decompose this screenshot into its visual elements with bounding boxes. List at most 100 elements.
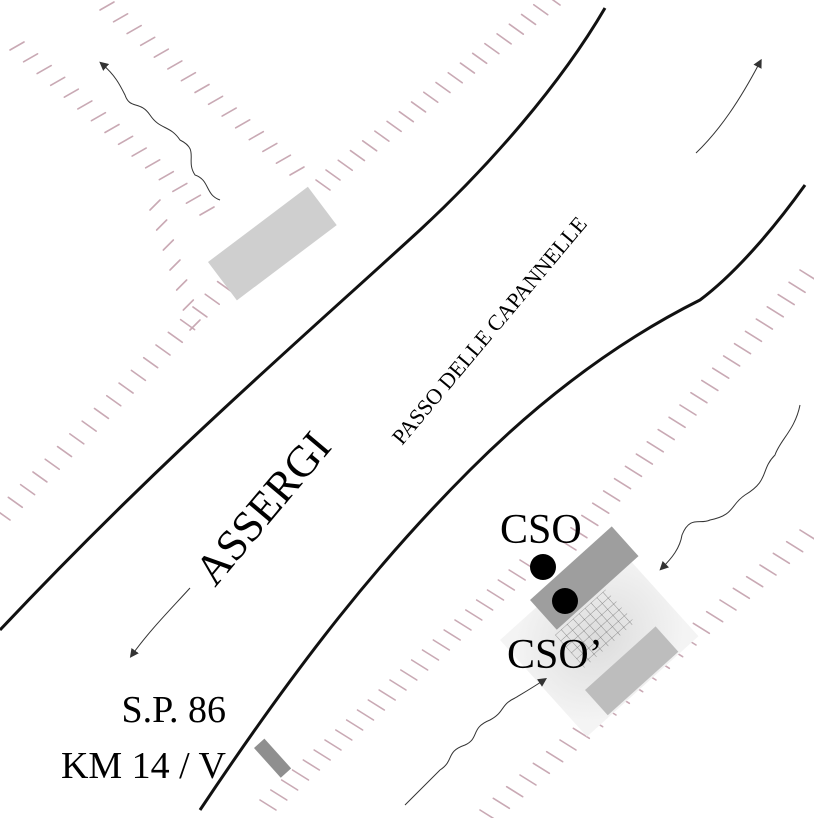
slope-tick <box>389 679 407 691</box>
slope-tick <box>443 629 461 641</box>
slope-tick <box>447 71 464 84</box>
slope-tick <box>519 774 537 786</box>
slope-tick <box>49 76 66 87</box>
slope-tick <box>291 769 310 781</box>
building-north <box>208 186 337 301</box>
label-km-14-v: KM 14 / V <box>61 745 227 787</box>
slope-tick <box>532 3 549 16</box>
slope-tick <box>361 140 378 152</box>
slope-tick <box>162 239 175 251</box>
slope-tick <box>378 689 396 701</box>
slope-tick <box>93 407 110 420</box>
slope-tick <box>492 797 511 810</box>
slope-tick <box>131 147 147 157</box>
slope-tick <box>56 445 73 458</box>
slope-tick <box>69 433 85 445</box>
slope-tick <box>386 120 402 133</box>
slope-tick <box>479 809 495 818</box>
slope-tick <box>192 306 208 318</box>
slope-tick <box>126 24 142 35</box>
slope-tick <box>777 293 795 306</box>
slope-tick <box>471 52 488 65</box>
slope-tick <box>496 33 512 45</box>
slope-tick <box>105 394 122 407</box>
slope-tick <box>759 564 777 576</box>
slope-tick <box>180 71 197 82</box>
slope-tick <box>81 420 97 432</box>
slope-tick <box>520 13 537 26</box>
arrow-north-east <box>695 58 762 154</box>
slope-tick <box>799 529 814 540</box>
stream-east <box>659 404 801 571</box>
slope-tick <box>130 369 147 382</box>
slope-tick <box>422 91 439 104</box>
slope-tick <box>788 281 806 294</box>
slope-tick <box>690 391 708 404</box>
slope-tick <box>572 727 591 740</box>
slope-tick <box>508 23 525 35</box>
slope-tick <box>799 269 814 280</box>
slope-tick <box>602 490 621 502</box>
slope-tick <box>155 219 168 231</box>
slope-tick <box>785 540 804 553</box>
slope-tick <box>144 159 161 169</box>
slope-tick <box>99 1 115 11</box>
cso-prime-marker <box>552 588 578 614</box>
slope-tick <box>199 206 215 216</box>
slope-tick <box>559 739 577 751</box>
slope-tick <box>118 382 134 394</box>
slope-tick <box>32 471 48 483</box>
label-cso: CSO <box>500 507 582 553</box>
slope-tick <box>410 659 429 671</box>
road-edge-left <box>0 7 607 632</box>
slope-tick <box>324 739 342 751</box>
slope-tick <box>44 458 61 471</box>
slope-tick <box>7 496 24 509</box>
slope-tick <box>167 331 184 344</box>
slope-tick <box>9 41 25 51</box>
slope-tick <box>745 575 764 588</box>
slope-tick <box>167 60 183 70</box>
slope-tick <box>505 785 524 798</box>
slope-tick <box>185 194 202 205</box>
slope-tick <box>545 750 564 763</box>
slope-tick <box>508 569 526 581</box>
slope-tick <box>155 344 171 356</box>
slope-tick <box>705 610 724 623</box>
slope-tick <box>591 502 610 514</box>
slope-tick <box>19 483 36 496</box>
slope-tick <box>158 170 175 181</box>
stream-south <box>404 678 547 806</box>
slope-tick <box>755 318 774 330</box>
slope-tick <box>259 799 277 811</box>
slope-tick <box>719 599 737 611</box>
slope-tick <box>194 83 210 94</box>
slope-tick <box>398 110 415 123</box>
building-small <box>254 738 292 778</box>
slope-tick <box>248 130 265 141</box>
slope-tick <box>270 789 288 801</box>
slope-tick <box>635 453 654 465</box>
slope-tick <box>169 259 181 271</box>
stream-north-west <box>99 61 221 201</box>
slope-tick <box>63 88 80 98</box>
slope-tick <box>289 166 305 176</box>
slope-tick <box>356 709 375 721</box>
label-passo-delle-capannelle: PASSO DELLE CAPANNELLE <box>387 212 592 450</box>
slope-tick <box>153 48 170 58</box>
slope-tick <box>182 299 195 311</box>
slope-tick <box>189 319 201 331</box>
slope-tick <box>349 149 366 162</box>
slope-tick <box>374 130 390 142</box>
slope-tick <box>0 511 11 521</box>
slope-tick <box>410 101 427 113</box>
slope-tick <box>454 619 472 631</box>
slope-tick <box>204 293 221 306</box>
slope-tick <box>90 111 107 122</box>
slope-tick <box>400 669 418 681</box>
slope-tick <box>335 729 353 741</box>
slope-tick <box>367 699 386 711</box>
slope-tick <box>486 589 505 601</box>
slope-tick <box>465 609 483 621</box>
